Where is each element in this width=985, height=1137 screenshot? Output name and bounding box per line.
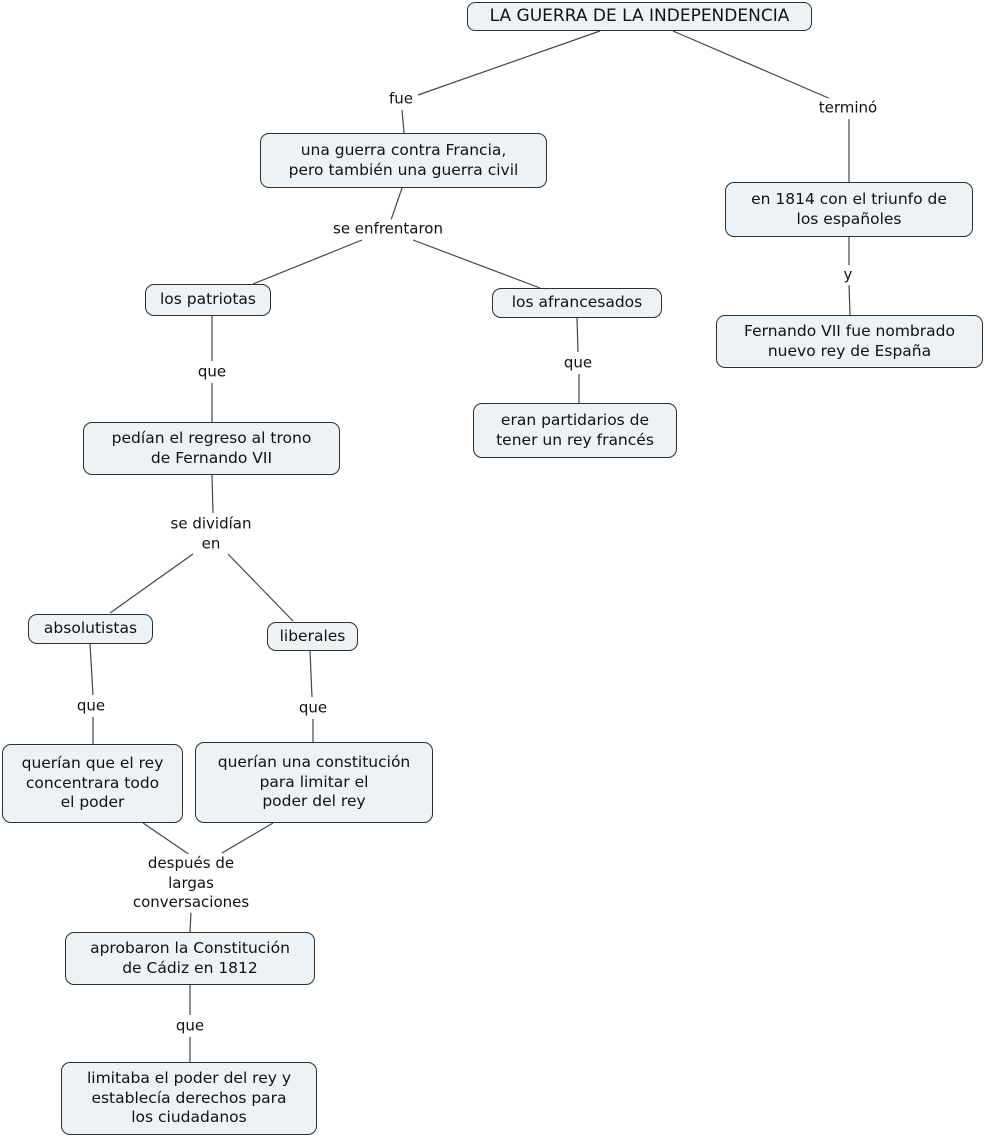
node-limitaba-poder[interactable]: limitaba el poder del rey y establecía d… [61,1062,317,1135]
link-label-que-absolutistas[interactable]: que [74,696,108,716]
node-absolutistas[interactable]: absolutistas [28,614,153,644]
connector-line [412,239,541,289]
node-title[interactable]: LA GUERRA DE LA INDEPENDENCIA [467,2,812,31]
link-label-despues-conversaciones[interactable]: después de largas conversaciones [130,853,252,913]
connector-line [252,239,363,285]
link-label-se-dividian-en[interactable]: se dividían en [168,514,254,554]
connector-line [309,650,313,698]
connector-line [89,643,94,696]
connector-line [401,109,405,134]
link-label-y[interactable]: y [841,265,855,285]
connector-line [672,30,834,101]
node-afrancesados[interactable]: los afrancesados [492,288,662,318]
node-guerra-civil[interactable]: una guerra contra Francia, pero también … [260,133,547,188]
connector-line [417,30,601,96]
link-label-que-patriotas[interactable]: que [195,362,229,382]
link-label-fue[interactable]: fue [386,89,416,109]
node-pedian-regreso[interactable]: pedían el regreso al trono de Fernando V… [83,422,340,475]
link-label-se-enfrentaron[interactable]: se enfrentaron [331,219,445,239]
node-en-1814[interactable]: en 1814 con el triunfo de los españoles [725,182,973,237]
connector-line [848,283,851,316]
connector-line [109,553,194,614]
connector-line [221,822,274,854]
link-label-que-afrancesados[interactable]: que [561,353,595,373]
connector-line [211,474,214,514]
connector-line [227,553,294,622]
connector-line [142,822,191,856]
node-aprobaron-constitucion[interactable]: aprobaron la Constitución de Cádiz en 18… [65,932,315,985]
connector-line [189,911,192,933]
node-fernando-rey[interactable]: Fernando VII fue nombrado nuevo rey de E… [716,315,983,368]
connector-line [576,317,579,353]
link-label-que-liberales[interactable]: que [296,698,330,718]
connector-line [390,187,403,221]
link-label-que-aprobaron[interactable]: que [173,1016,207,1036]
node-patriotas[interactable]: los patriotas [145,284,271,316]
node-partidarios-frances[interactable]: eran partidarios de tener un rey francés [473,403,677,458]
node-querian-rey-poder[interactable]: querían que el rey concentrara todo el p… [2,744,183,823]
link-label-termino[interactable]: terminó [816,98,880,118]
node-liberales[interactable]: liberales [267,622,358,651]
node-querian-constitucion[interactable]: querían una constitución para limitar el… [195,742,433,823]
